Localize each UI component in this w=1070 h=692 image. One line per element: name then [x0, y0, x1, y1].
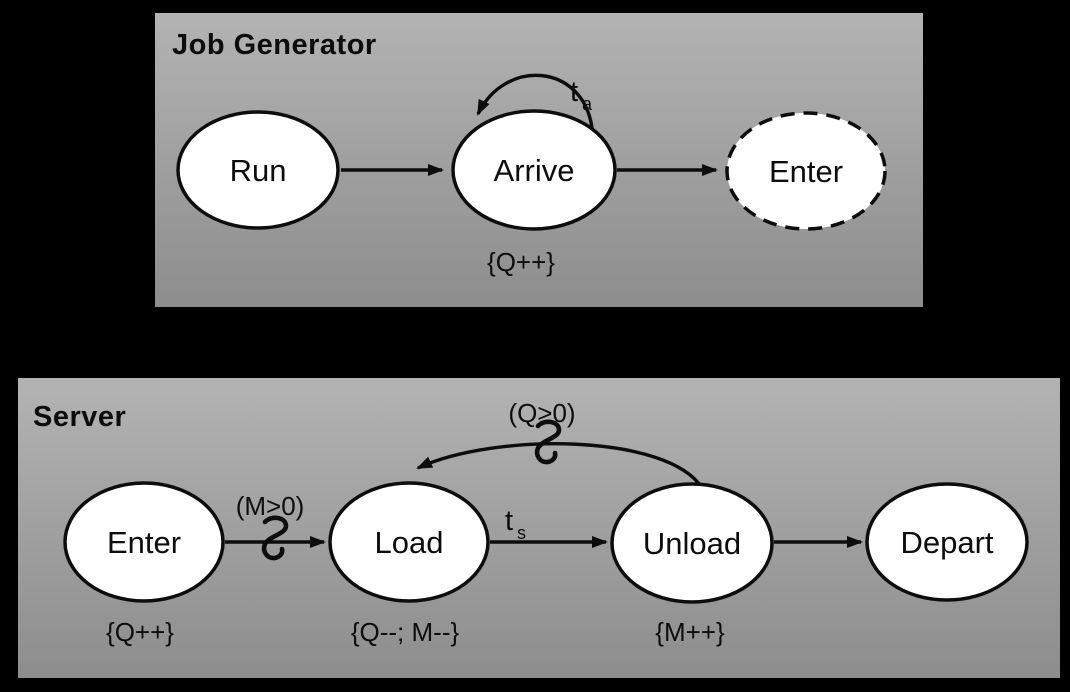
state-arrive: Arrive	[451, 109, 617, 231]
state-arrive-ellipse	[451, 109, 617, 231]
state-enter-label: Enter	[769, 154, 843, 189]
squiggle-icon	[261, 515, 289, 561]
state-depart-label: Depart	[900, 525, 993, 560]
state-load-ellipse	[328, 481, 490, 603]
squiggle-icon	[534, 419, 562, 465]
action-unload: {M++}	[655, 617, 725, 647]
action-load: {Q--; M--}	[351, 617, 460, 647]
condition-feedback: (Q>0)	[508, 398, 575, 428]
state-enter-output: Enter	[725, 111, 887, 231]
condition-enter-load: (M>0)	[236, 491, 305, 521]
state-arrive-label: Arrive	[494, 153, 575, 188]
state-unload-label: Unload	[643, 526, 741, 561]
state-load-label: Load	[375, 525, 444, 560]
edge-arrive-self-loop	[476, 73, 594, 129]
panel-title-server: Server	[33, 401, 126, 433]
state-enter: Enter	[63, 481, 225, 603]
server-panel: Server Enter Load Unload	[18, 378, 1060, 678]
service-time-label: t s	[505, 505, 526, 543]
action-arrive: {Q++}	[487, 247, 555, 277]
self-loop-time-label: t a	[570, 76, 593, 114]
state-enter-label: Enter	[107, 525, 181, 560]
server-diagram: Server Enter Load Unload	[33, 398, 1029, 647]
state-run-label: Run	[230, 153, 287, 188]
edge-unload-load-feedback	[416, 442, 704, 489]
job-generator-diagram: Job Generator Run Arrive Enter t a	[172, 29, 887, 277]
state-run: Run	[176, 110, 340, 230]
state-enter-ellipse	[63, 481, 225, 603]
state-load: Load	[328, 481, 490, 603]
state-unload-ellipse	[610, 482, 774, 604]
time-label-subscript: s	[517, 523, 526, 543]
job-generator-panel: Job Generator Run Arrive Enter t a	[155, 13, 923, 307]
time-label-main: t	[570, 76, 578, 108]
state-depart: Depart	[865, 482, 1029, 602]
panel-title-job-generator: Job Generator	[172, 29, 377, 61]
action-enter: {Q++}	[106, 617, 174, 647]
state-enter-ellipse	[725, 111, 887, 231]
state-run-ellipse	[176, 110, 340, 230]
state-depart-ellipse	[865, 482, 1029, 602]
state-unload: Unload	[610, 482, 774, 604]
time-label-subscript: a	[582, 94, 593, 114]
time-label-main: t	[505, 505, 513, 537]
